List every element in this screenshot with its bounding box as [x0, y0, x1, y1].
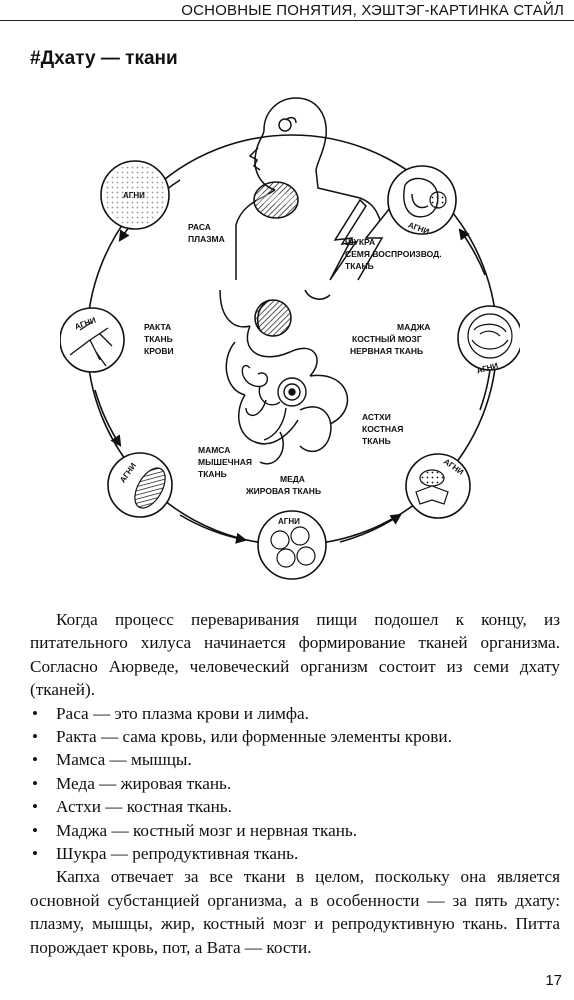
agni-node-mamsa: АГНИ [107, 452, 173, 518]
intestines [241, 365, 307, 441]
lightning-bolt-icon [329, 198, 367, 281]
intro-paragraph: Когда процесс переваривания пищи подошел… [30, 610, 560, 700]
bullet-icon: • [32, 820, 39, 840]
agni-node-asthi: АГНИ [405, 453, 471, 519]
list-item: •Мамса — мышцы. [30, 748, 560, 771]
list-item: •Маджа — костный мозг и нервная ткань. [30, 819, 560, 842]
running-header: ОСНОВНЫЕ ПОНЯТИЯ, ХЭШТЭГ-КАРТИНКА СТАЙЛ [0, 0, 574, 22]
label-rasa: РАСА ПЛАЗМА [188, 222, 225, 244]
running-title: ОСНОВНЫЕ ПОНЯТИЯ, ХЭШТЭГ-КАРТИНКА СТАЙЛ [181, 2, 564, 19]
cycle-arrow [458, 228, 486, 276]
agni-node-rasa: АГНИ [100, 160, 170, 230]
bullet-icon: • [32, 773, 39, 793]
bullet-icon: • [32, 750, 39, 770]
list-item: •Шукра — репродуктивная ткань. [30, 842, 560, 865]
bullet-icon: • [32, 703, 39, 723]
dhatu-list: •Раса — это плазма крови и лимфа. •Ракта… [30, 702, 560, 866]
closing-paragraph: Капха отвечает за все ткани в целом, пос… [30, 867, 560, 957]
lightning-bolt-icon [357, 207, 391, 281]
agni-node-majja: АГНИ [457, 305, 520, 375]
label-meda: МЕДА ЖИРОВАЯ ТКАНЬ [245, 474, 321, 496]
bullet-icon: • [32, 727, 39, 747]
section-title: #Дхату — ткани [30, 48, 178, 69]
list-item: •Астхи — костная ткань. [30, 795, 560, 818]
bullet-icon: • [32, 797, 39, 817]
label-shukra: ШУКРА СЕМЯ ВОСПРОИЗВОД. ТКАНЬ [345, 237, 444, 271]
agni-node-rakta: АГНИ [60, 307, 125, 373]
label-rakta: РАКТА ТКАНЬ КРОВИ [144, 322, 175, 356]
heart-organ-band [256, 194, 296, 204]
body-text: Когда процесс переваривания пищи подошел… [30, 608, 560, 959]
cycle-arrow [339, 513, 402, 543]
page-number: 17 [545, 972, 562, 989]
list-item: •Раса — это плазма крови и лимфа. [30, 702, 560, 725]
human-figure [219, 97, 381, 465]
label-asthi: АСТХИ КОСТНАЯ ТКАНЬ [362, 412, 406, 446]
list-item: •Меда — жировая ткань. [30, 772, 560, 795]
label-mamsa: МАМСА МЫШЕЧНАЯ ТКАНЬ [198, 445, 254, 479]
header-divider [0, 20, 574, 21]
bullet-icon: • [32, 844, 39, 864]
cycle-arrow [94, 389, 122, 447]
agni-node-shukra: АГНИ [387, 165, 457, 236]
agni-node-meda: АГНИ [257, 510, 327, 580]
list-item: •Ракта — сама кровь, или форменные элеме… [30, 725, 560, 748]
label-majja: МАДЖА КОСТНЫЙ МОЗГ НЕРВНАЯ ТКАНЬ [350, 322, 433, 356]
heart-organ [253, 181, 299, 219]
dhatu-cycle-diagram: АГНИ АГНИ АГНИ АГНИ АГНИ [60, 90, 520, 590]
cycle-arrow [179, 514, 248, 544]
agni-label: АГНИ [278, 517, 300, 526]
stomach-organ [254, 299, 292, 337]
agni-label: АГНИ [123, 191, 145, 200]
